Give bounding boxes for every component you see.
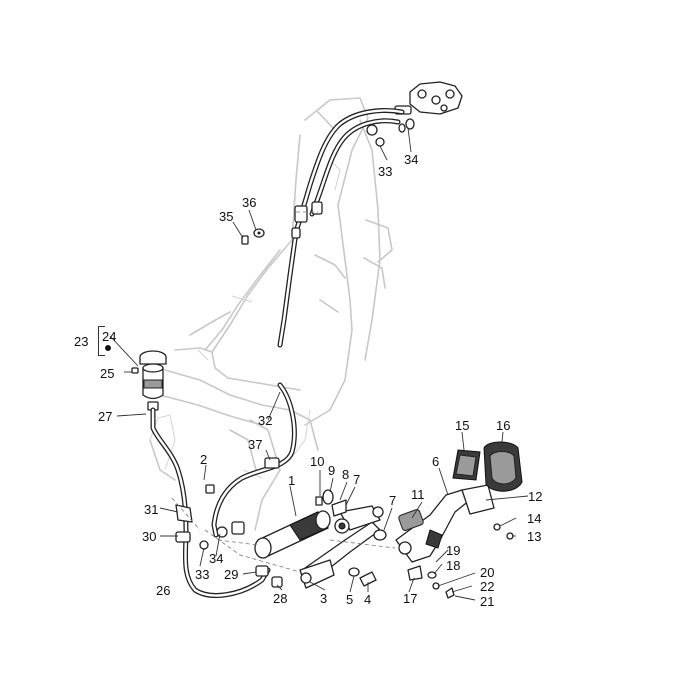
callout-11: 11 <box>411 487 425 502</box>
callout-14: 14 <box>527 511 542 526</box>
callout-8: 8 <box>342 467 350 482</box>
brake-caliper-cluster <box>394 81 463 115</box>
callout-21: 21 <box>480 594 495 609</box>
callout-9: 9 <box>328 463 336 478</box>
washer-7 <box>373 529 387 541</box>
callout-10: 10 <box>310 454 325 469</box>
callout-18: 18 <box>446 558 461 573</box>
scooter-frame <box>149 97 393 531</box>
callout-19: 19 <box>446 543 461 558</box>
small-parts-8-9-10 <box>315 489 347 517</box>
callout-26: 26 <box>156 583 171 598</box>
upper-brake-hoses <box>277 108 405 348</box>
callout-20: 20 <box>480 565 495 580</box>
lower-hose <box>150 407 271 598</box>
callout-4: 4 <box>364 592 372 607</box>
callout-35: 35 <box>219 209 234 224</box>
callout-12: 12 <box>528 489 543 504</box>
callout-33b: 33 <box>195 567 210 582</box>
pedal-linkage <box>299 505 384 589</box>
banjo-bolts-top <box>366 118 415 147</box>
master-cylinder <box>231 510 331 559</box>
leader-lines <box>109 127 529 601</box>
callout-2: 2 <box>200 452 208 467</box>
callout-28: 28 <box>273 591 288 606</box>
callout-30: 30 <box>142 529 157 544</box>
callout-5: 5 <box>346 592 354 607</box>
group-bracket-23 <box>98 326 105 356</box>
assembly-dashed-lines <box>171 211 396 573</box>
brake-pedal-arm <box>395 484 495 563</box>
fittings-28-29 <box>255 565 283 588</box>
callout-7b: 7 <box>389 493 397 508</box>
callout-25: 25 <box>100 366 115 381</box>
callout-13: 13 <box>527 529 542 544</box>
callout-31: 31 <box>144 502 159 517</box>
callout-1: 1 <box>288 473 296 488</box>
brake-fluid-reservoir <box>131 350 167 411</box>
small-hardware <box>407 523 514 599</box>
callout-34a: 34 <box>404 152 419 167</box>
callout-16: 16 <box>496 418 511 433</box>
callout-23: 23 <box>74 334 89 349</box>
callout-15: 15 <box>455 418 470 433</box>
callout-17: 17 <box>403 591 418 606</box>
callout-29: 29 <box>224 567 239 582</box>
pedal-pads <box>452 441 523 492</box>
nut-5-bolt-4 <box>348 567 377 587</box>
callout-37: 37 <box>248 437 263 452</box>
callout-34b: 34 <box>209 551 224 566</box>
callout-36: 36 <box>242 195 257 210</box>
callout-27: 27 <box>98 409 113 424</box>
callout-22: 22 <box>480 579 495 594</box>
bolt-35-washer-36 <box>241 228 265 245</box>
callout-24: 24 <box>102 329 117 344</box>
callout-33a: 33 <box>378 164 393 179</box>
callout-32: 32 <box>258 413 273 428</box>
callout-6: 6 <box>432 454 440 469</box>
callout-7a: 7 <box>353 472 361 487</box>
bullet-marker <box>105 345 111 351</box>
master-cylinder-hose <box>205 382 297 538</box>
callout-3: 3 <box>320 591 328 606</box>
